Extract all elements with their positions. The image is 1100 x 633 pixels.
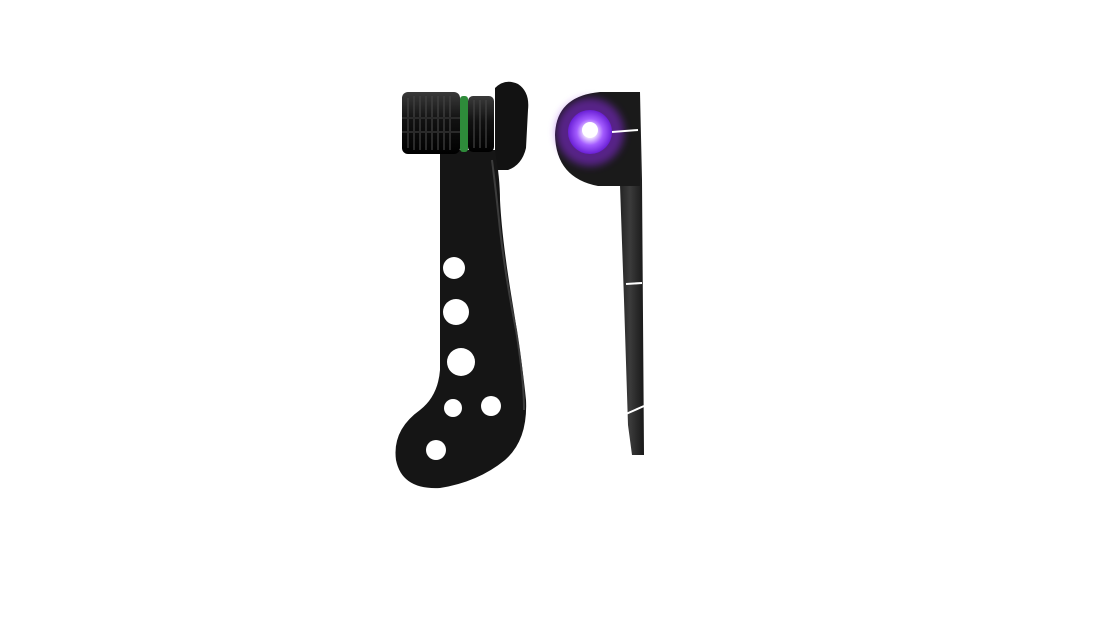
bracket-hole <box>426 440 446 460</box>
bracket-edge-highlight <box>491 159 525 411</box>
bracket-hole <box>447 348 475 376</box>
led-sight-pin <box>555 92 645 455</box>
bracket-hole <box>444 399 462 417</box>
pin-tick <box>625 282 643 285</box>
mount-tab <box>495 81 529 170</box>
led-core <box>582 122 598 138</box>
bracket-hole <box>481 396 501 416</box>
sight-bracket-with-knob <box>395 81 529 489</box>
pin-tick <box>625 405 645 415</box>
adjustment-knob <box>402 92 494 154</box>
pin-tick <box>611 129 639 133</box>
bracket-hole <box>443 299 469 325</box>
green-o-ring <box>460 96 468 152</box>
bracket-hole <box>443 257 465 279</box>
